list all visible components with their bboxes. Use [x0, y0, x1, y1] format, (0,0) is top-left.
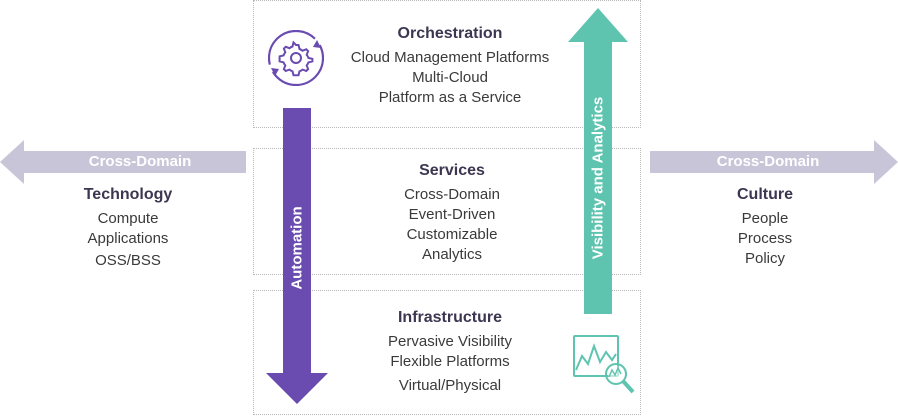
infrastructure-item: Flexible Platforms — [390, 353, 510, 370]
orchestration-title: Orchestration — [397, 25, 503, 42]
right-arrow-label: Cross-Domain — [716, 153, 820, 170]
infrastructure-content: Infrastructure Pervasive Visibility Flex… — [330, 308, 570, 396]
technology-title: Technology — [83, 186, 173, 203]
culture-item: Policy — [744, 250, 785, 267]
orchestration-item: Platform as a Service — [378, 89, 522, 106]
services-title: Services — [419, 162, 485, 179]
services-item: Event-Driven — [408, 206, 496, 223]
culture-item: People — [741, 210, 789, 227]
right-cross-domain-arrow — [650, 140, 898, 184]
culture-column: Culture People Process Policy — [665, 185, 865, 269]
technology-item: Compute — [97, 210, 159, 227]
services-content: Services Cross-Domain Event-Driven Custo… — [340, 161, 564, 265]
technology-column: Technology Compute Applications OSS/BSS — [28, 185, 228, 271]
automation-label: Automation — [288, 206, 306, 290]
services-item: Analytics — [421, 246, 483, 263]
infrastructure-item: Pervasive Visibility — [388, 333, 512, 350]
infrastructure-box — [253, 290, 641, 415]
left-cross-domain-arrow — [0, 140, 246, 184]
visibility-arrow — [568, 8, 628, 314]
services-box — [253, 148, 641, 275]
automation-arrow — [266, 108, 328, 404]
technology-item: Applications — [87, 230, 169, 247]
services-item: Cross-Domain — [404, 186, 500, 203]
culture-title: Culture — [737, 186, 793, 203]
left-arrow-label: Cross-Domain — [88, 153, 192, 170]
orchestration-item: Multi-Cloud — [412, 69, 488, 86]
infrastructure-title: Infrastructure — [397, 309, 503, 326]
chart-magnifier-icon — [573, 335, 635, 394]
orchestration-content: Orchestration Cloud Management Platforms… — [330, 24, 570, 108]
technology-item: OSS/BSS — [95, 252, 161, 269]
services-item: Customizable — [406, 226, 498, 243]
culture-item: Process — [737, 230, 793, 247]
orchestration-box — [253, 0, 641, 128]
infrastructure-item: Virtual/Physical — [398, 377, 502, 394]
orchestration-item: Cloud Management Platforms — [350, 49, 550, 66]
visibility-label: Visibility and Analytics — [589, 96, 607, 260]
gear-cycle-icon — [268, 30, 324, 86]
